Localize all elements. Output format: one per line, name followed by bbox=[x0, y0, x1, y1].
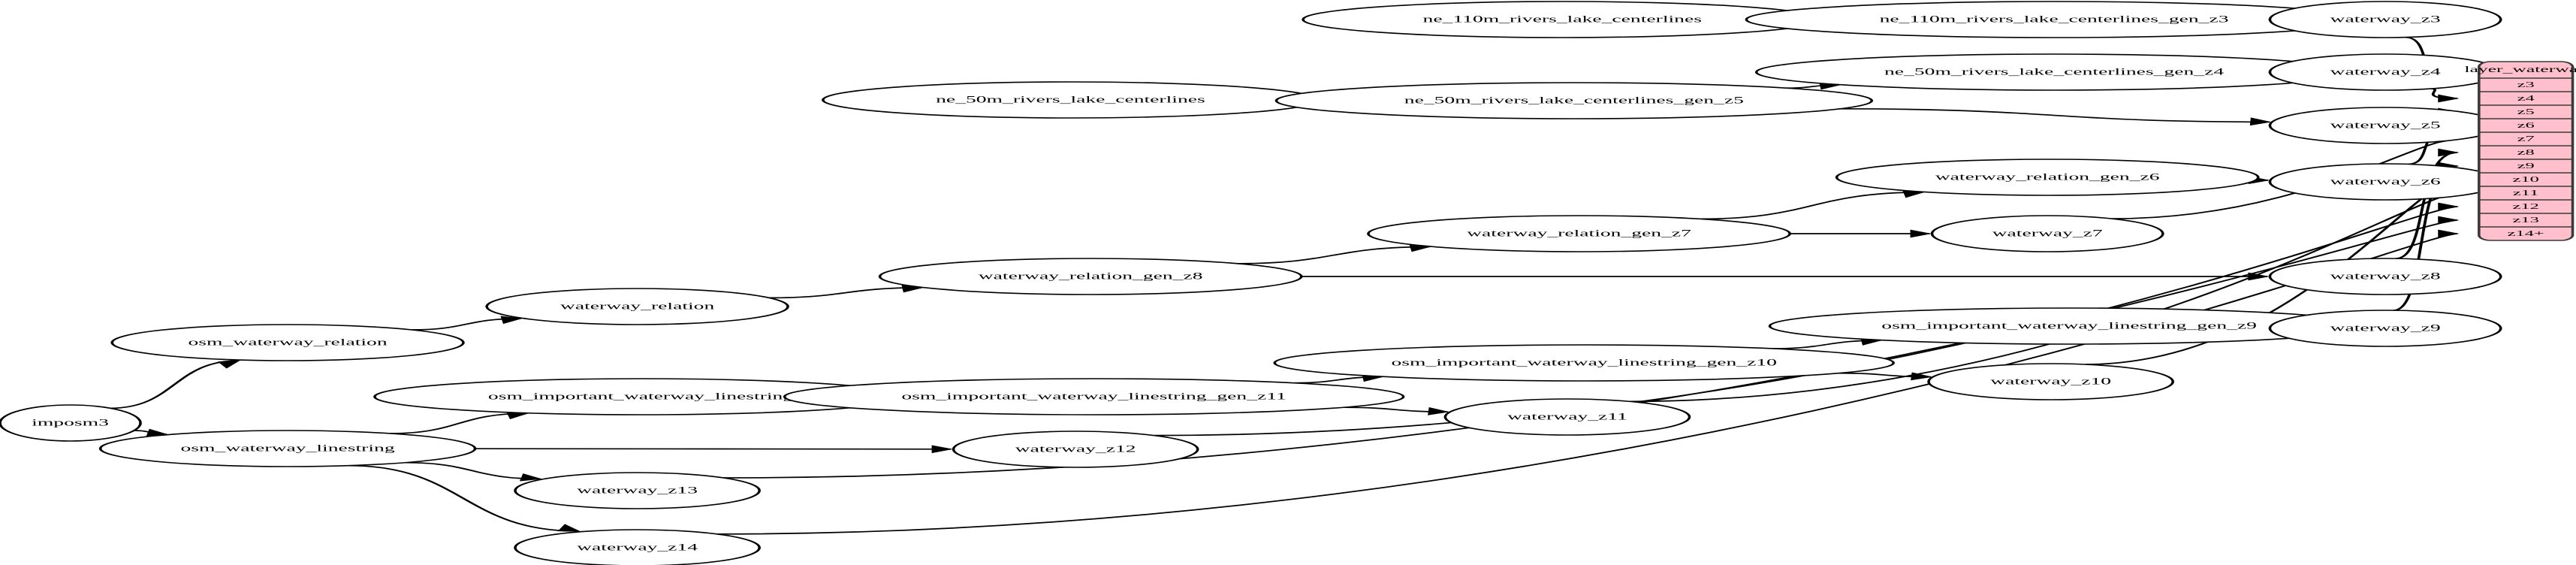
node-waterway_relation_gen_z8[interactable]: waterway_relation_gen_z8 bbox=[878, 258, 1303, 295]
edge-waterway_relation-to-waterway_relation_gen_z8 bbox=[768, 284, 924, 299]
node-label: waterway_z4 bbox=[2330, 66, 2442, 77]
table-row-label: z8 bbox=[2517, 148, 2535, 157]
table-row-label: z5 bbox=[2517, 107, 2535, 116]
node-waterway_z8[interactable]: waterway_z8 bbox=[2268, 258, 2502, 295]
node-label: imposm3 bbox=[32, 417, 109, 428]
node-osm_waterway_linestring[interactable]: osm_waterway_linestring bbox=[98, 430, 477, 467]
table-row-z5[interactable]: z5 bbox=[2478, 104, 2573, 116]
node-label: ne_50m_rivers_lake_centerlines bbox=[936, 94, 1205, 104]
node-waterway_relation_gen_z7[interactable]: waterway_relation_gen_z7 bbox=[1367, 215, 1791, 252]
edge-osm_waterway_linestring-to-waterway_z14 bbox=[348, 464, 581, 532]
node-ne_110m_rivers_lake_centerlines[interactable]: ne_110m_rivers_lake_centerlines bbox=[1302, 1, 1823, 38]
node-osm_important_waterway_linestring_gen_z10[interactable]: osm_important_waterway_linestring_gen_z1… bbox=[1273, 344, 1896, 382]
node-label: waterway_z11 bbox=[1507, 411, 1627, 421]
node-waterway_z12[interactable]: waterway_z12 bbox=[952, 431, 1199, 468]
node-label: waterway_z10 bbox=[1990, 376, 2111, 386]
edge-waterway_relation_gen_z8-to-waterway_z8 bbox=[1301, 272, 2270, 281]
table-row-label: z13 bbox=[2512, 216, 2538, 225]
table-row-z11[interactable]: z11 bbox=[2478, 186, 2573, 198]
node-label: waterway_z14 bbox=[577, 542, 698, 552]
node-osm_important_waterway_linestring_gen_z9[interactable]: osm_important_waterway_linestring_gen_z9 bbox=[1768, 307, 2370, 345]
node-imposm3[interactable]: imposm3 bbox=[0, 404, 142, 442]
table-row-z13[interactable]: z13 bbox=[2478, 213, 2573, 225]
node-waterway_z9[interactable]: waterway_z9 bbox=[2268, 310, 2502, 347]
edge-osm_waterway_linestring-to-osm_important_waterway_linestring bbox=[390, 411, 529, 434]
table-header-label: layer_waterway bbox=[2464, 65, 2576, 74]
node-ne_50m_rivers_lake_centerlines_gen_z5[interactable]: ne_50m_rivers_lake_centerlines_gen_z5 bbox=[1274, 82, 1874, 119]
edge-osm_waterway_linestring-to-waterway_z12 bbox=[475, 445, 954, 454]
node-ne_50m_rivers_lake_centerlines[interactable]: ne_50m_rivers_lake_centerlines bbox=[822, 81, 1320, 119]
node-label: ne_110m_rivers_lake_centerlines bbox=[1423, 14, 1702, 24]
node-label: ne_50m_rivers_lake_centerlines_gen_z4 bbox=[1884, 66, 2225, 77]
node-label: waterway_z7 bbox=[1992, 228, 2104, 238]
node-waterway_z5[interactable]: waterway_z5 bbox=[2268, 107, 2502, 144]
node-label: waterway_relation_gen_z8 bbox=[979, 270, 1203, 281]
node-waterway_z4[interactable]: waterway_z4 bbox=[2268, 53, 2502, 91]
table-header: layer_waterway bbox=[2464, 65, 2576, 74]
edge-osm_waterway_linestring-to-waterway_z13 bbox=[404, 461, 543, 482]
table-row-z14plus[interactable]: z14+ bbox=[2478, 226, 2573, 238]
edge-waterway_relation_gen_z7-to-waterway_relation_gen_z6 bbox=[1701, 189, 1926, 220]
edge-waterway_z4-to-layer_waterway-z4 bbox=[2430, 88, 2460, 103]
node-osm_important_waterway_linestring_gen_z11[interactable]: osm_important_waterway_linestring_gen_z1… bbox=[783, 378, 1405, 415]
table-row-z10[interactable]: z10 bbox=[2478, 172, 2573, 184]
table-row-label: z12 bbox=[2512, 202, 2538, 211]
node-waterway_z6[interactable]: waterway_z6 bbox=[2268, 163, 2502, 201]
edge-waterway_z8-to-layer_waterway-z8 bbox=[2395, 148, 2460, 259]
node-label: osm_important_waterway_linestring_gen_z9 bbox=[1881, 320, 2257, 331]
node-waterway_z7[interactable]: waterway_z7 bbox=[1930, 215, 2164, 252]
layer-waterway-table[interactable]: layer_waterway z3 z4 z5 z6 z7 z8 z9 z10 z11 z12 z13… bbox=[2464, 61, 2576, 241]
node-osm_waterway_relation[interactable]: osm_waterway_relation bbox=[110, 324, 465, 361]
table-row-z7[interactable]: z7 bbox=[2478, 131, 2573, 144]
node-label: osm_important_waterway_linestring_gen_z1… bbox=[901, 391, 1286, 401]
node-waterway_z10[interactable]: waterway_z10 bbox=[1927, 363, 2175, 400]
table-row-label: z10 bbox=[2512, 175, 2538, 184]
node-label: waterway_z12 bbox=[1015, 443, 1136, 454]
table-row-label: z4 bbox=[2517, 94, 2535, 103]
node-waterway_relation[interactable]: waterway_relation bbox=[485, 288, 789, 325]
node-label: waterway_z3 bbox=[2330, 14, 2441, 24]
node-label: osm_important_waterway_linestring_gen_z1… bbox=[1391, 357, 1776, 367]
table-row-label: z9 bbox=[2517, 162, 2535, 171]
node-waterway_z13[interactable]: waterway_z13 bbox=[514, 472, 761, 509]
node-label: osm_important_waterway_linestring bbox=[488, 391, 794, 401]
table-row-label: z3 bbox=[2517, 80, 2535, 89]
table-row-label: z6 bbox=[2517, 121, 2535, 130]
table-row-z6[interactable]: z6 bbox=[2478, 118, 2573, 130]
table-row-z8[interactable]: z8 bbox=[2478, 145, 2573, 157]
table-row-z12[interactable]: z12 bbox=[2478, 199, 2573, 211]
node-label: osm_waterway_linestring bbox=[181, 443, 395, 453]
edge-waterway_relation_gen_z7-to-waterway_z7 bbox=[1790, 229, 1932, 238]
node-ne_110m_rivers_lake_centerlines_gen_z3[interactable]: ne_110m_rivers_lake_centerlines_gen_z3 bbox=[1745, 1, 2363, 38]
node-label: waterway_z8 bbox=[2330, 270, 2441, 281]
node-waterway_z3[interactable]: waterway_z3 bbox=[2268, 1, 2502, 38]
node-waterway_z14[interactable]: waterway_z14 bbox=[514, 529, 761, 565]
edge-osm_important_waterway_linestring_gen_z11-to-waterway_z11 bbox=[1343, 406, 1450, 415]
edge-osm_waterway_relation-to-waterway_relation bbox=[412, 316, 523, 331]
node-waterway_relation_gen_z6[interactable]: waterway_relation_gen_z6 bbox=[1835, 159, 2260, 196]
node-label: ne_110m_rivers_lake_centerlines_gen_z3 bbox=[1880, 14, 2229, 24]
nodes-layer: imposm3 osm_waterway_relation osm_waterway… bbox=[0, 1, 2502, 565]
node-label: waterway_z6 bbox=[2330, 176, 2442, 186]
edge-imposm3-to-osm_waterway_relation bbox=[110, 360, 241, 409]
table-row-label: z14+ bbox=[2508, 229, 2544, 238]
table-row-label: z7 bbox=[2517, 134, 2535, 144]
node-label: osm_waterway_relation bbox=[189, 337, 388, 347]
node-label: waterway_z13 bbox=[577, 485, 698, 495]
table-row-label: z11 bbox=[2513, 189, 2538, 198]
table-row-z4[interactable]: z4 bbox=[2478, 91, 2573, 103]
edge-ne_50m_rivers_lake_centerlines_gen_z5-to-waterway_z5 bbox=[1839, 107, 2272, 126]
node-label: waterway_relation bbox=[560, 301, 715, 311]
table-row-z9[interactable]: z9 bbox=[2478, 159, 2573, 171]
node-label: waterway_relation_gen_z7 bbox=[1467, 228, 1691, 238]
node-label: waterway_z5 bbox=[2330, 119, 2441, 130]
node-waterway_z11[interactable]: waterway_z11 bbox=[1443, 398, 1691, 436]
table-row-z3[interactable]: z3 bbox=[2478, 77, 2573, 89]
node-ne_50m_rivers_lake_centerlines_gen_z4[interactable]: ne_50m_rivers_lake_centerlines_gen_z4 bbox=[1754, 53, 2354, 91]
node-label: waterway_relation_gen_z6 bbox=[1935, 171, 2160, 182]
node-label: ne_50m_rivers_lake_centerlines_gen_z5 bbox=[1404, 95, 1744, 105]
edge-waterway_relation_gen_z8-to-waterway_relation_gen_z7 bbox=[1238, 243, 1432, 264]
node-label: waterway_z9 bbox=[2330, 322, 2441, 333]
